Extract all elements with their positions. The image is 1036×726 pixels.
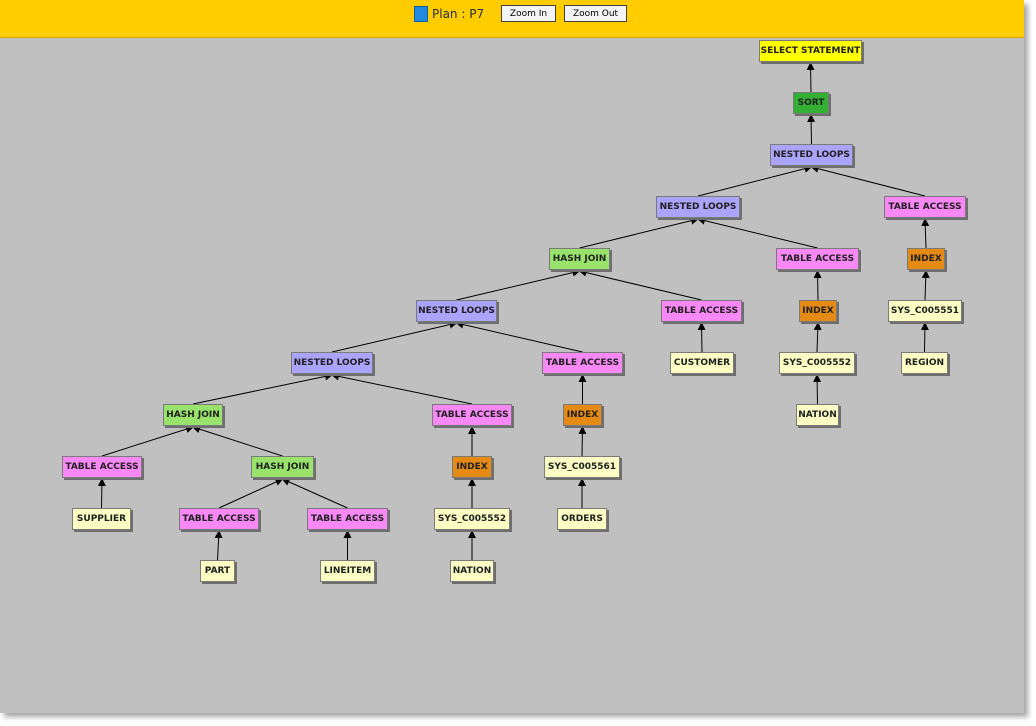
edge-nested_loops_1-to-sort xyxy=(807,114,816,145)
edge-table_access_region-to-nested_loops_1 xyxy=(810,164,926,197)
plan-color-icon xyxy=(414,6,428,22)
node-region[interactable]: REGION xyxy=(901,352,948,374)
node-sys-c005552-left[interactable]: SYS_C005552 xyxy=(434,508,510,530)
node-supplier[interactable]: SUPPLIER xyxy=(72,508,131,530)
edge-nation_right-to-sys_c005552_right xyxy=(813,374,822,405)
zoom-in-button[interactable]: Zoom In xyxy=(501,5,556,22)
node-select-statement[interactable]: SELECT STATEMENT xyxy=(759,40,862,62)
edge-hash_join_1-to-nested_loops_2 xyxy=(579,216,699,249)
edge-sort-to-select_statement xyxy=(806,62,815,93)
node-orders[interactable]: ORDERS xyxy=(557,508,607,530)
node-sys-c005561[interactable]: SYS_C005561 xyxy=(544,456,620,478)
edge-customer-to-table_access_customer xyxy=(697,322,706,353)
node-sort[interactable]: SORT xyxy=(793,92,829,114)
node-index-orders[interactable]: INDEX xyxy=(563,404,602,426)
edge-table_access_orders-to-nested_loops_3 xyxy=(455,320,583,353)
edge-table_access_lineitem-to-hash_join_3 xyxy=(281,478,348,509)
edge-nested_loops_4-to-nested_loops_3 xyxy=(331,320,458,353)
node-hash-join-1[interactable]: HASH JOIN xyxy=(549,248,610,270)
node-sys-c005551[interactable]: SYS_C005551 xyxy=(888,300,962,322)
edge-nested_loops_3-to-hash_join_1 xyxy=(456,268,581,301)
edge-sys_c005551-to-index_region xyxy=(921,270,930,301)
edge-table_access_customer-to-hash_join_1 xyxy=(578,268,702,301)
edge-hash_join_2-to-nested_loops_4 xyxy=(192,372,333,405)
node-table-access-nation-right[interactable]: TABLE ACCESS xyxy=(776,248,859,270)
node-index-nation-left[interactable]: INDEX xyxy=(452,456,492,478)
edge-sys_c005561-to-index_orders xyxy=(578,426,587,457)
node-index-nation-right[interactable]: INDEX xyxy=(799,300,837,322)
edge-part-to-table_access_part xyxy=(214,530,223,561)
node-table-access-nation-left[interactable]: TABLE ACCESS xyxy=(432,404,512,426)
node-table-access-supplier[interactable]: TABLE ACCESS xyxy=(62,456,142,478)
node-table-access-part[interactable]: TABLE ACCESS xyxy=(179,508,259,530)
node-nested-loops-4[interactable]: NESTED LOOPS xyxy=(291,352,373,374)
plan-title-text: Plan : P7 xyxy=(432,7,485,21)
edge-table_access_nation_right-to-nested_loops_2 xyxy=(697,216,818,249)
edge-sys_c005552_right-to-index_nation_right xyxy=(813,322,822,353)
node-table-access-orders[interactable]: TABLE ACCESS xyxy=(542,352,623,374)
edge-table_access_supplier-to-hash_join_2 xyxy=(101,425,194,457)
node-part[interactable]: PART xyxy=(200,560,235,582)
plan-window: Plan : P7 Zoom In Zoom Out SELECT STATEM… xyxy=(0,0,1024,713)
toolbar: Plan : P7 Zoom In Zoom Out xyxy=(0,0,1024,38)
node-hash-join-2[interactable]: HASH JOIN xyxy=(163,404,223,426)
edge-index_nation_right-to-table_access_nation_right xyxy=(813,270,822,301)
node-index-region[interactable]: INDEX xyxy=(907,248,945,270)
edge-hash_join_3-to-hash_join_2 xyxy=(192,425,283,457)
node-nation-right[interactable]: NATION xyxy=(796,404,839,426)
node-lineitem[interactable]: LINEITEM xyxy=(320,560,375,582)
plan-title: Plan : P7 xyxy=(414,6,484,22)
node-sys-c005552-right[interactable]: SYS_C005552 xyxy=(779,352,855,374)
node-table-access-region[interactable]: TABLE ACCESS xyxy=(884,196,966,218)
node-nested-loops-3[interactable]: NESTED LOOPS xyxy=(416,300,497,322)
node-table-access-lineitem[interactable]: TABLE ACCESS xyxy=(307,508,388,530)
node-nested-loops-1[interactable]: NESTED LOOPS xyxy=(770,144,853,166)
node-nested-loops-2[interactable]: NESTED LOOPS xyxy=(656,196,740,218)
edge-table_access_part-to-hash_join_3 xyxy=(218,478,284,509)
edge-region-to-sys_c005551 xyxy=(920,322,929,353)
edge-index_region-to-table_access_region xyxy=(921,218,930,249)
node-customer[interactable]: CUSTOMER xyxy=(670,352,734,374)
edge-table_access_nation_left-to-nested_loops_4 xyxy=(331,372,473,405)
plan-edges xyxy=(97,62,930,561)
edge-nested_loops_2-to-nested_loops_1 xyxy=(697,164,813,197)
node-table-access-customer[interactable]: TABLE ACCESS xyxy=(661,300,742,322)
edge-supplier-to-table_access_supplier xyxy=(97,478,106,509)
node-hash-join-3[interactable]: HASH JOIN xyxy=(251,456,314,478)
node-nation-left[interactable]: NATION xyxy=(450,560,494,582)
zoom-out-button[interactable]: Zoom Out xyxy=(564,5,627,22)
